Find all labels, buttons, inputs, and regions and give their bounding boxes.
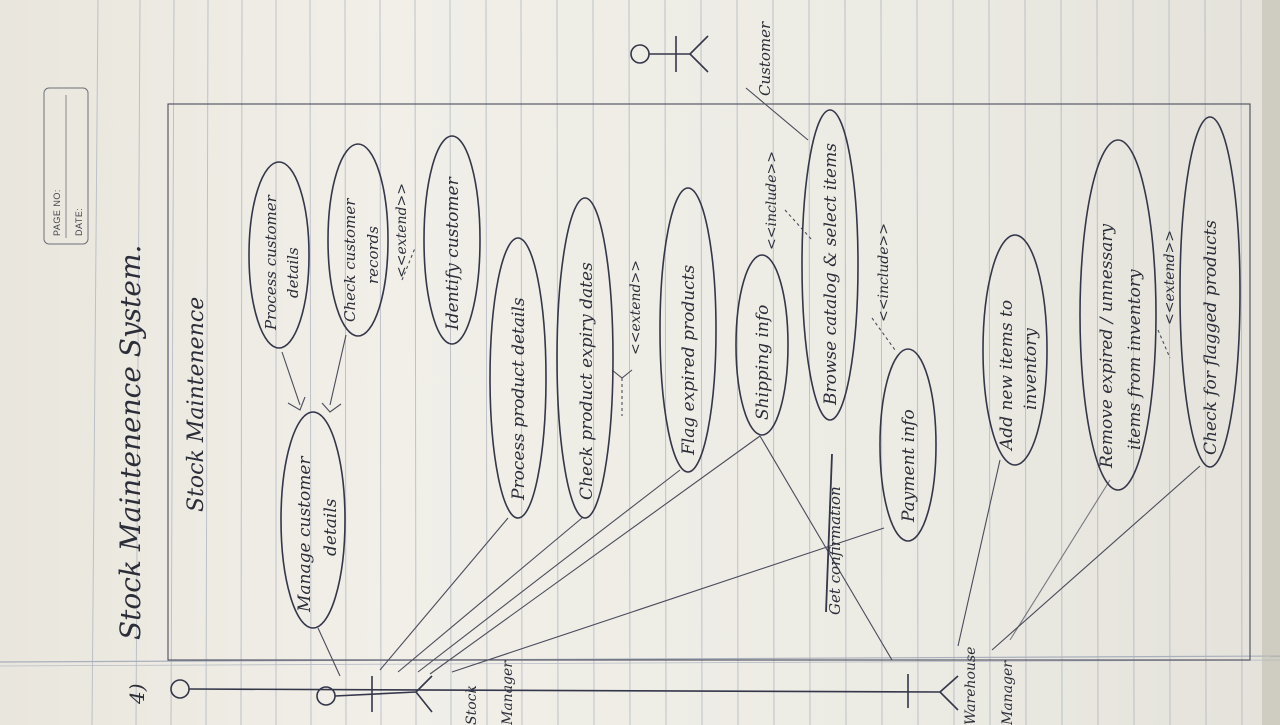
associations [317, 87, 1201, 677]
item-number: 4) [125, 683, 149, 705]
use-case-shipping-info: Shipping info [735, 254, 789, 436]
include-label-1: <<include>> [764, 151, 780, 250]
svg-text:Get confirmation: Get confirmation [826, 486, 844, 615]
stock-manager-label-2: Manager [500, 660, 516, 725]
svg-text:Check customer: Check customer [341, 198, 359, 322]
use-case-check-flagged-products: Check for flagged products [1179, 116, 1241, 468]
svg-text:Identify customer: Identify customer [443, 176, 463, 331]
svg-text:Add new items to: Add new items to [997, 300, 1017, 452]
warehouse-manager-label-1: Warehouse [963, 647, 979, 725]
extend-label-3: <<extend>> [1162, 230, 1178, 325]
struck-get-confirmation: Get confirmation [825, 453, 844, 615]
use-case-add-new-items: Add new items to inventory [982, 234, 1048, 466]
svg-text:details: details [284, 247, 302, 298]
dependencies [281, 209, 1171, 416]
extend-label-1: <<extend>> [394, 183, 410, 278]
page-no-label: PAGE NO: [52, 189, 62, 236]
svg-text:Remove expired / unnessary: Remove expired / unnessary [1097, 224, 1117, 469]
svg-text:Process product details: Process product details [509, 297, 529, 501]
svg-text:Shipping info: Shipping info [753, 305, 773, 420]
svg-text:Check product expiry dates: Check product expiry dates [577, 262, 597, 500]
boundary-label: Stock Maintenence [184, 297, 209, 512]
include-label-2: <<include>> [876, 223, 892, 322]
svg-text:items from inventory: items from inventory [1125, 269, 1145, 450]
binding-shadow [1262, 0, 1280, 725]
warehouse-manager-label-2: Manager [1000, 660, 1016, 725]
use-case-flag-expired-products: Flag expired products [659, 187, 717, 473]
system-boundary [167, 103, 1251, 661]
margin-line-2 [0, 659, 1280, 667]
use-case-remove-expired-items: Remove expired / unnessary items from in… [1079, 139, 1157, 491]
margin-line [0, 655, 1280, 663]
svg-text:Check for flagged products: Check for flagged products [1201, 220, 1221, 455]
use-case-payment-info: Payment info [879, 348, 937, 542]
page-title: Stock Maintenence System. [114, 245, 147, 640]
stock-manager-actor [316, 675, 433, 713]
page-date-box: PAGE NO: DATE: [43, 87, 89, 245]
use-case-manage-customer-details: Manage customer details [280, 411, 346, 629]
use-case-check-product-expiry-dates: Check product expiry dates [556, 197, 614, 519]
ruled-lines [91, 0, 1243, 725]
svg-text:Process customer: Process customer [262, 194, 280, 331]
svg-text:Flag expired products: Flag expired products [679, 264, 699, 456]
customer-actor [630, 35, 709, 73]
customer-actor-label: Customer [756, 21, 774, 96]
svg-text:Manage customer: Manage customer [295, 456, 315, 613]
stock-manager-label-1: Stock [464, 685, 480, 725]
svg-text:details: details [321, 498, 341, 556]
warehouse-manager-actor [170, 674, 959, 711]
extend-label-2: <<extend>> [628, 260, 644, 355]
use-case-identify-customer: Identify customer [423, 135, 481, 345]
date-label: DATE: [74, 208, 84, 236]
use-case-process-customer-details: Process customer details [248, 161, 310, 349]
use-case-check-customer-records: Check customer records [327, 143, 389, 337]
svg-text:Payment info: Payment info [899, 409, 919, 523]
svg-text:records: records [364, 226, 382, 284]
svg-text:inventory: inventory [1021, 328, 1041, 410]
svg-text:Browse catalog & select items: Browse catalog & select items [821, 143, 841, 406]
use-case-process-product-details: Process product details [489, 237, 547, 519]
use-case-browse-catalog: Browse catalog & select items [801, 109, 859, 421]
